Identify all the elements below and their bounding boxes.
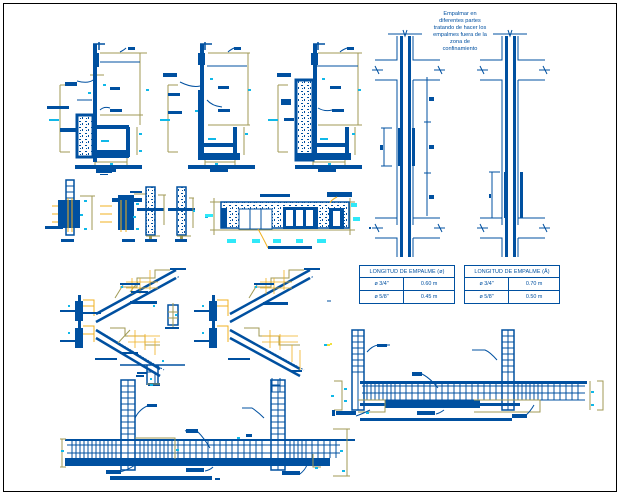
table-row: ø 5/8" 0.50 m [463,290,560,304]
stair-detail-left [60,268,186,386]
stair-detail-right [194,268,331,392]
splice-length-cell: 0.70 m [508,277,560,291]
splice-note-line: confinamiento [442,46,478,52]
splice-length-cell: 0.45 m [403,290,455,304]
table-row: ø 3/4" 0.70 m [463,277,560,291]
splice-note-line: tratando de hacer los [433,25,487,31]
splice-note-line: Empalmar en [443,11,477,17]
splice-note: Empalmar en diferentes partes tratando d… [412,11,508,53]
footing-section-3 [268,42,362,172]
splice-length-cell: 0.50 m [508,290,560,304]
bar-diameter-cell: ø 5/8" [358,290,405,304]
foundation-beam-elevation-bottom [60,371,355,480]
drawing-frame [3,3,617,492]
splice-length-cell: 0.60 m [403,277,455,291]
bar-diameter-cell: ø 5/8" [463,290,510,304]
column-detail-2 [100,191,150,242]
column-detail-3 [137,186,166,242]
table-row: ø 5/8" 0.45 m [358,290,455,304]
column-detail-4 [168,186,195,242]
footing-section-1 [47,42,149,172]
splice-length-table-2: LONGITUD DE EMPALME (Å) ø 3/4" 0.70 m ø … [463,265,560,304]
splice-note-line: zona de [450,39,470,45]
column-detail-1 [45,179,95,242]
stair-small-detail [165,303,179,329]
splice-length-table-1: LONGITUD DE EMPALME (ø) ø 3/4" 0.60 m ø … [358,265,455,304]
beam-section-row [205,192,371,249]
splice-note-line: empalmes fuera de la [433,32,487,38]
bar-diameter-cell: ø 3/4" [463,277,510,291]
foundation-beam-elevation-right [330,329,604,421]
footing-section-2 [160,42,255,172]
column-splice-elevation-right [477,29,550,257]
table-row: ø 3/4" 0.60 m [358,277,455,291]
table-header: LONGITUD DE EMPALME (Å) [464,265,560,278]
column-details-row [45,170,208,242]
bar-diameter-cell: ø 3/4" [358,277,405,291]
table-header: LONGITUD DE EMPALME (ø) [359,265,455,278]
column-splice-elevation-left [372,29,445,257]
splice-note-line: diferentes partes [439,18,481,24]
detail-bottom-stub [136,371,160,386]
